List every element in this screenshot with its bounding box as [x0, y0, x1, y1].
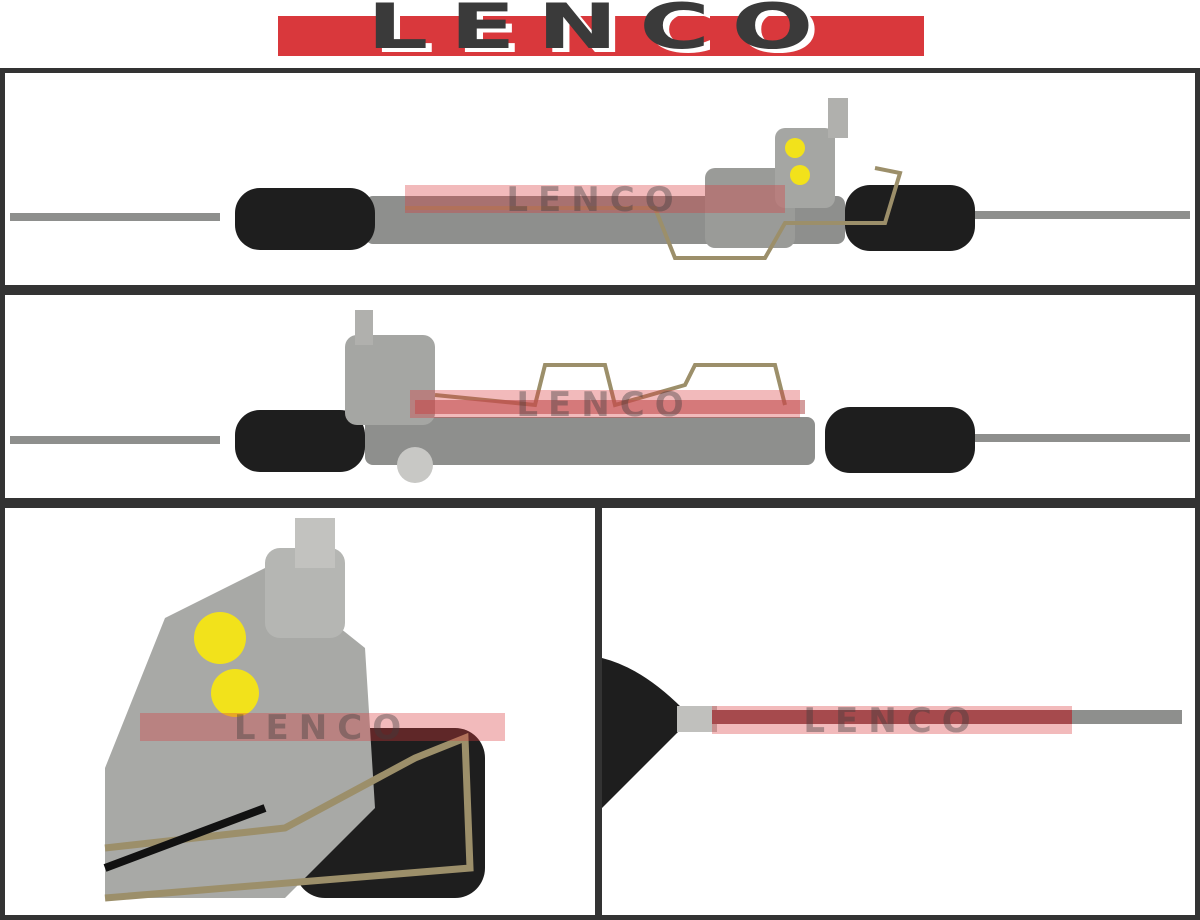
product-image-rear[interactable]: LENCO [0, 290, 1200, 503]
watermark: LENCO [712, 704, 1072, 738]
product-image-front[interactable]: LENCO [0, 68, 1200, 290]
valve-housing-illustration [103, 518, 485, 902]
logo-bar [278, 16, 924, 56]
steering-rack-illustration [10, 310, 1190, 483]
product-image-valve-closeup[interactable]: LENCO [0, 503, 600, 920]
watermark: LENCO [140, 711, 505, 745]
steering-rack-illustration [10, 98, 1190, 260]
brand-logo: LENCO [278, 0, 924, 63]
logo-text: LENCO [366, 0, 836, 63]
tie-rod-illustration [602, 658, 1182, 808]
product-image-tie-rod-closeup[interactable]: LENCO [597, 503, 1200, 920]
watermark: LENCO [410, 388, 800, 422]
watermark: LENCO [405, 183, 785, 217]
